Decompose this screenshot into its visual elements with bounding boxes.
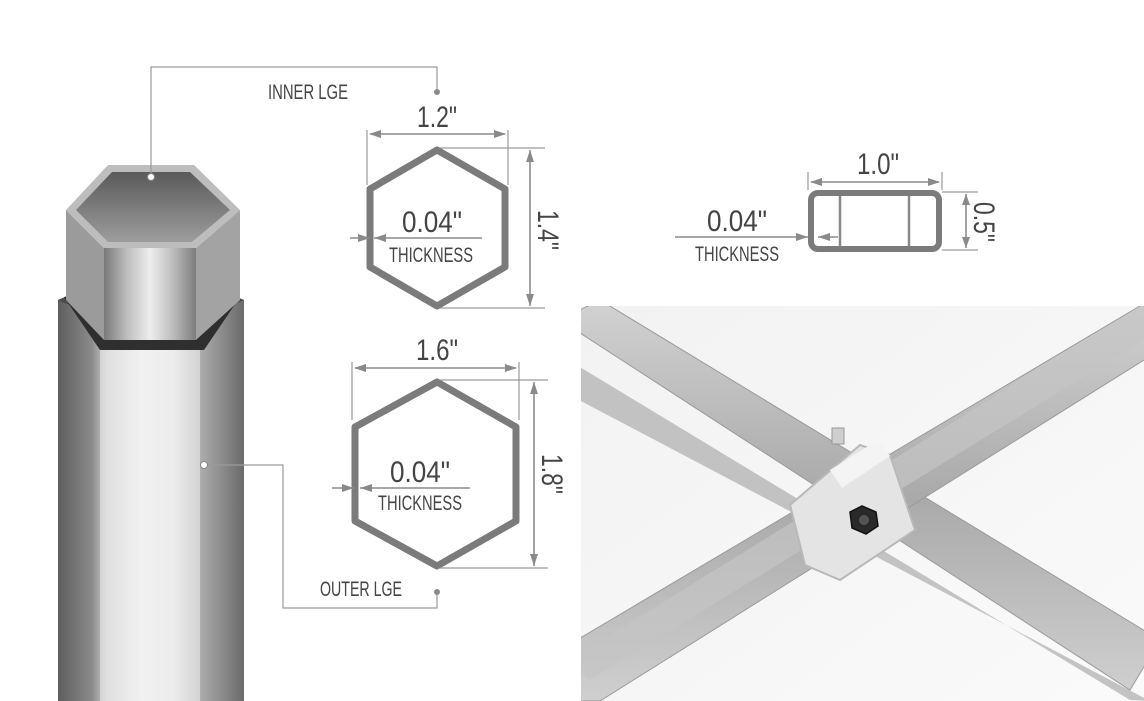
rect-tube-thickness-value: 0.04" bbox=[707, 205, 767, 238]
rect-tube-width: 1.0" bbox=[857, 148, 899, 181]
rect-tube-profile: 1.0" 0.5" 0.04" THICKNESS bbox=[675, 148, 1000, 266]
inner-hex-height: 1.4" bbox=[531, 210, 564, 250]
cross-joint-photo bbox=[581, 306, 1144, 701]
outer-lge-leader bbox=[208, 464, 440, 609]
outer-hex-height: 1.8" bbox=[535, 454, 568, 494]
outer-hex-thickness-value: 0.04" bbox=[390, 456, 450, 489]
hex-tube-photo bbox=[58, 165, 244, 701]
inner-hex-width: 1.2" bbox=[417, 101, 457, 134]
outer-hex-thickness-label: THICKNESS bbox=[378, 492, 462, 515]
inner-hex-profile: 1.2" 1.4" 0.04" THICKNESS bbox=[350, 101, 564, 310]
rect-tube-thickness-label: THICKNESS bbox=[695, 243, 779, 266]
outer-hex-width: 1.6" bbox=[416, 334, 458, 367]
rect-tube-height: 0.5" bbox=[967, 202, 1000, 242]
inner-hex-outline bbox=[366, 146, 509, 310]
outer-lge-label: OUTER LGE bbox=[320, 578, 402, 601]
inner-lge-leader bbox=[150, 66, 440, 173]
inner-lge-label: INNER LGE bbox=[268, 81, 348, 104]
inner-hex-thickness-value: 0.04" bbox=[402, 206, 462, 239]
outer-hex-outline bbox=[351, 378, 520, 570]
inner-hex-thickness-label: THICKNESS bbox=[389, 244, 473, 267]
rect-tube-outline bbox=[808, 190, 942, 252]
outer-hex-profile: 1.6" 1.8" 0.04" THICKNESS bbox=[332, 334, 568, 570]
